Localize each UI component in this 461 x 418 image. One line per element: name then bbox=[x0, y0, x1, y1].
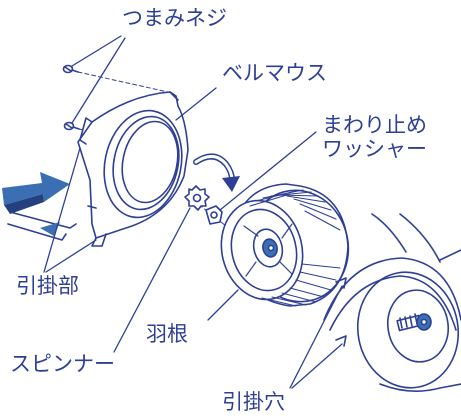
bell-mouth-leader bbox=[175, 87, 217, 121]
motor-housing bbox=[323, 213, 461, 392]
spinner-part bbox=[184, 185, 210, 211]
lock-washer-part bbox=[205, 205, 223, 225]
label-lock-washer-line2: ワッシャー bbox=[322, 137, 427, 161]
label-hook-part: 引掛部 bbox=[16, 274, 79, 298]
insert-arrow bbox=[2, 172, 70, 214]
knob-screw-top bbox=[62, 64, 79, 74]
label-knob-screw: つまみネジ bbox=[122, 6, 227, 30]
hook-part-leaders bbox=[43, 147, 97, 273]
label-hook-hole: 引掛穴 bbox=[222, 390, 285, 414]
knob-screw-leaders bbox=[71, 35, 126, 124]
label-bell-mouth: ベルマウス bbox=[222, 61, 327, 85]
rotation-arrow bbox=[193, 153, 240, 192]
blower-wheel bbox=[220, 183, 350, 307]
label-blade: 羽根 bbox=[146, 322, 188, 346]
label-spinner: スピンナー bbox=[10, 352, 115, 376]
hook-hole-leaders bbox=[289, 285, 343, 389]
spinner-leader bbox=[113, 207, 191, 353]
hook-bracket bbox=[7, 211, 77, 241]
label-lock-washer-line1: まわり止め bbox=[322, 113, 427, 137]
lock-washer-leader bbox=[219, 131, 317, 211]
bell-mouth bbox=[77, 91, 189, 247]
knob-screw-bottom bbox=[63, 121, 80, 131]
blade-leader bbox=[207, 289, 239, 321]
